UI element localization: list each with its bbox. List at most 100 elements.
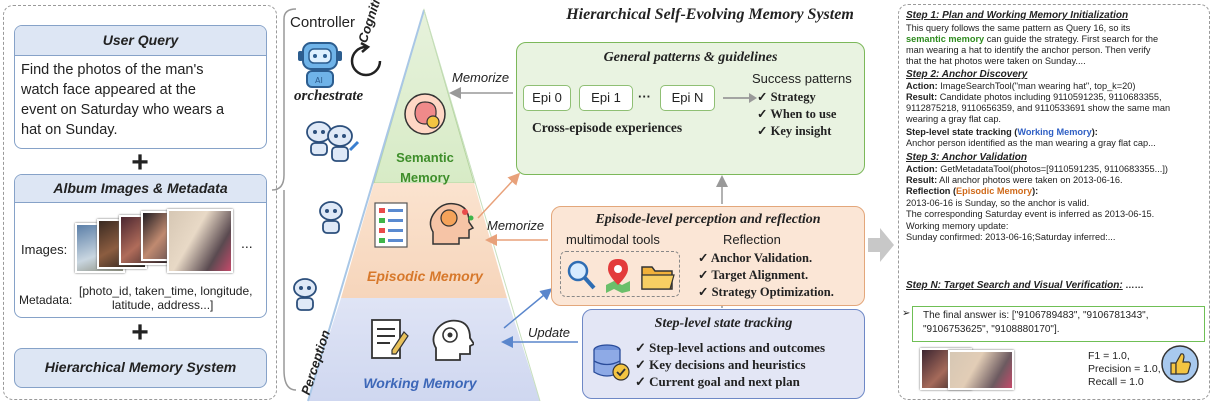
trace-text: ImageSearchTool("man wearing hat", top_k… (937, 81, 1136, 91)
check-icon: ✓ (757, 107, 768, 121)
thumbs-up-icon (1161, 345, 1199, 383)
metadata-label: Metadata: (19, 293, 73, 307)
robot-icon (306, 121, 332, 156)
trace-line: that the hat photos were taken on Sunday… (906, 56, 1086, 66)
checklist-icon (374, 202, 408, 248)
semantic-label-line: Semantic (396, 150, 454, 165)
reflection-item: ✓ Anchor Validation. (698, 250, 834, 267)
semantic-label-line: Memory (400, 170, 450, 185)
episode-chip: Epi N (660, 85, 715, 111)
folder-icon (641, 266, 675, 290)
user-query-line: hat on Sunday. (21, 122, 118, 138)
step-list: ✓ Step-level actions and outcomes ✓ Key … (635, 339, 825, 390)
semantic-highlight: semantic memory (906, 34, 985, 44)
magnifier-icon (567, 260, 596, 290)
trace-line: Sunday confirmed: 2013-06-16;Saturday in… (906, 232, 1116, 242)
cycle-arrow-icon (350, 42, 382, 77)
memory-system-label: Hierarchical Memory System (44, 359, 237, 375)
robot-icon: AI (298, 42, 342, 88)
trace-text: Candidate photos including 9110591235, 9… (937, 92, 1162, 102)
ellipsis: ... (241, 235, 253, 251)
metrics: F1 = 1.0, Precision = 1.0, Recall = 1.0 (1070, 350, 1161, 389)
multimodal-tools-label: multimodal tools (566, 232, 660, 247)
trace-line: This query follows the same pattern as Q… (906, 23, 1131, 33)
document-pen-icon (371, 319, 409, 359)
reflection-item-label: Strategy Optimization. (711, 285, 834, 299)
trace-line: man wearing a hat to identify the anchor… (906, 45, 1151, 55)
step1-title: Step 1: Plan and Working Memory Initiali… (906, 10, 1129, 21)
trace-line: Action: GetMetadataTool(photos=[91105912… (906, 164, 1204, 175)
check-icon: ✓ (757, 124, 768, 138)
success-item-row: ✓ Strategy (757, 89, 836, 106)
tools-group (560, 251, 680, 297)
brain-gear-icon (404, 93, 446, 135)
success-item-label: Key insight (770, 124, 832, 138)
user-query-text: Find the photos of the man's watch face … (15, 56, 266, 140)
album-photo (167, 209, 233, 273)
memorize-label: Memorize (452, 70, 510, 85)
success-item-row: ✓ When to use (757, 106, 836, 123)
memorize-label: Memorize (487, 218, 545, 233)
database-check-icon (593, 344, 630, 381)
trace-line: The corresponding Saturday event is infe… (906, 209, 1155, 219)
reflection-item: ✓ Strategy Optimization. (698, 284, 834, 301)
controller-label: Controller (290, 14, 356, 31)
reflection-list: ✓ Anchor Validation. ✓ Target Alignment.… (698, 250, 834, 301)
check-icon: ✓ (635, 374, 646, 389)
trace-line: Step-level state tracking (Working Memor… (906, 127, 1204, 138)
episode-level-title: Episode-level perception and reflection (595, 212, 821, 227)
user-query-line: event on Saturday who wears a (21, 102, 225, 118)
plus-sign: + (131, 316, 149, 349)
success-patterns-title: Success patterns (752, 71, 852, 86)
head-gear-icon (432, 319, 474, 361)
final-answer-box: The final answer is: ["9106789483", "910… (912, 306, 1205, 342)
success-item-row: ✓ Key insight (757, 123, 836, 140)
reflection-item-label: Anchor Validation. (710, 251, 813, 265)
trace-line: Action: ImageSearchTool("man wearing hat… (906, 81, 1204, 92)
robot-icon (327, 125, 360, 162)
general-patterns-box: General patterns & guidelines Epi 0 Epi … (516, 42, 865, 175)
step-item-label: Step-level actions and outcomes (649, 340, 826, 355)
diagram-title: Hierarchical Self-Evolving Memory System (566, 6, 854, 23)
episode-chip: Epi 1 (579, 85, 633, 111)
step3-title: Step 3: Anchor Validation (906, 152, 1027, 163)
semantic-memory-label: Semantic Memory (395, 148, 455, 188)
cross-episode-caption: Cross-episode experiences (532, 120, 683, 135)
arrow-right-icon (723, 93, 757, 103)
images-label: Images: (21, 242, 68, 257)
robot-icon (293, 278, 317, 311)
update-label: Update (528, 325, 570, 340)
svg-text:AI: AI (315, 76, 323, 85)
step-item: ✓ Step-level actions and outcomes (635, 339, 825, 356)
check-icon: ✓ (698, 251, 709, 265)
working-highlight: Working Memory (1017, 127, 1092, 137)
step-level-title: Step-level state tracking (654, 316, 793, 331)
trace-line: Result: All anchor photos were taken on … (906, 175, 1204, 186)
trace-line: Reflection (Episodic Memory): (906, 186, 1204, 197)
episode-chip: Epi 0 (523, 85, 571, 111)
precision-score: Precision = 1.0, (1088, 363, 1161, 375)
stepn-dots: …… (1122, 280, 1144, 290)
recall-score: Recall = 1.0 (1088, 376, 1144, 388)
reflection-item-label: Target Alignment. (711, 268, 809, 282)
step-item-label: Current goal and next plan (649, 374, 800, 389)
episodic-highlight: Episodic Memory (956, 186, 1033, 196)
check-icon: ✓ (698, 268, 709, 282)
trace-line: 9112875218, 9110656359, and 9110533691 s… (906, 103, 1171, 113)
answer-bullet: ➢ (902, 308, 911, 319)
check-icon: ✓ (635, 357, 646, 372)
reflection-item: ✓ Target Alignment. (698, 267, 834, 284)
user-query-line: Find the photos of the man's (21, 62, 204, 78)
album-header: Album Images & Metadata (15, 175, 266, 203)
plus-sign: + (131, 146, 149, 179)
example-trace-panel (898, 4, 1210, 400)
step-item: ✓ Key decisions and heuristics (635, 356, 825, 373)
tracking-label: Step-level state tracking ( (906, 127, 1018, 137)
memory-system-box: Hierarchical Memory System (14, 348, 267, 388)
trace-text: can guide the strategy. First search for… (984, 34, 1159, 44)
user-query-line: watch face appeared at the (21, 82, 196, 98)
check-icon: ✓ (698, 285, 709, 299)
head-gear-icon (429, 202, 475, 245)
step-level-box: Step-level state tracking ✓ Step-level a… (582, 309, 865, 399)
user-query-box: User Query Find the photos of the man's … (14, 25, 267, 149)
